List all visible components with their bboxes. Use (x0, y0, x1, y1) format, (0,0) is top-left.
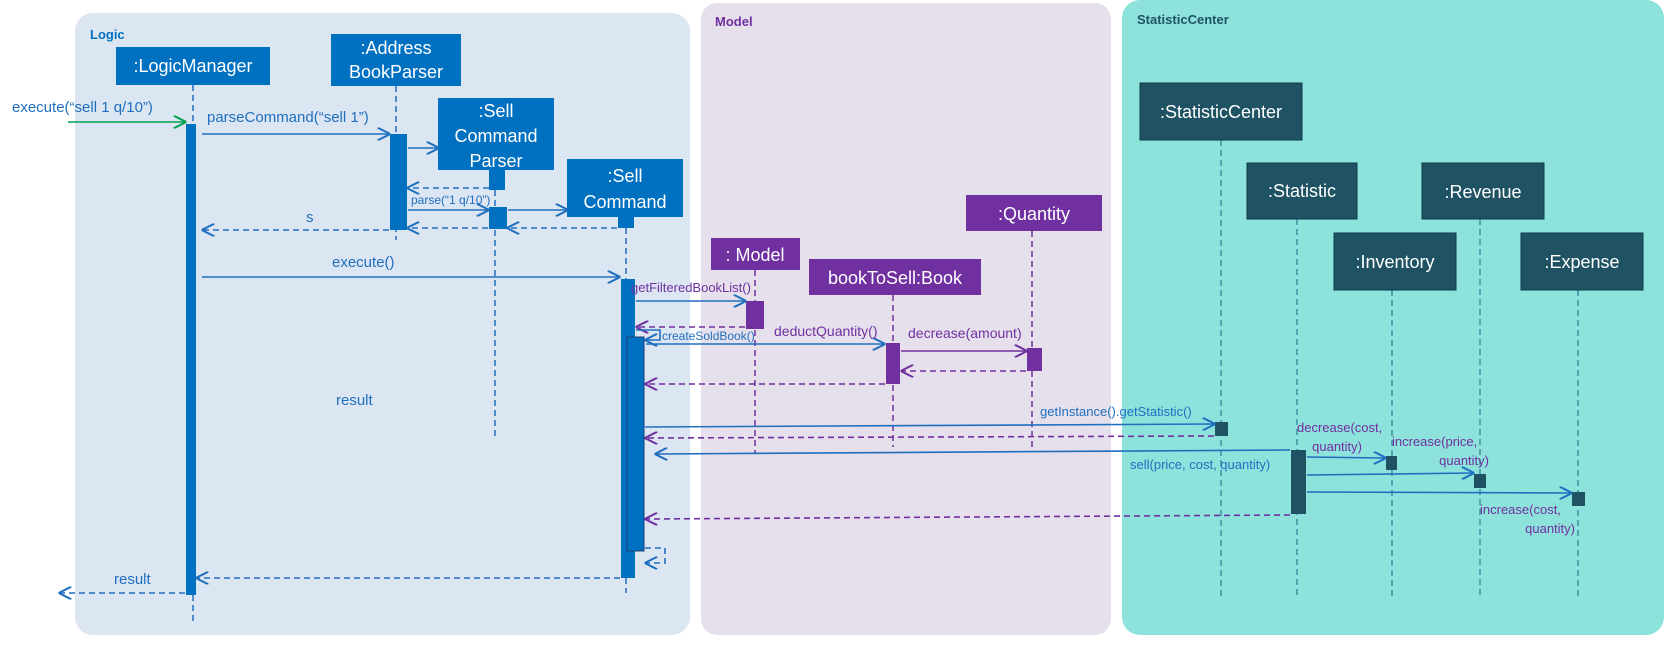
participant-logic-manager-box (116, 47, 270, 85)
participant-sell-command-parser-line1: :Sell (478, 101, 513, 121)
label-parse-command: parseCommand(“sell 1”) (207, 109, 369, 126)
arrow-create-sold-book (636, 329, 661, 340)
arrow-increase-price (1306, 473, 1473, 475)
label-create-sold-book: createSoldBook() (662, 329, 755, 343)
participant-address-book-parser-line2: BookParser (349, 62, 443, 82)
participant-expense-box (1520, 232, 1644, 291)
participant-revenue-box (1421, 162, 1545, 220)
label-execute: execute() (332, 254, 395, 271)
label-execute-entry: execute(“sell 1 q/10”) (12, 99, 153, 116)
return-self-sell-command (645, 547, 666, 563)
statistic-center-frame (1122, 0, 1664, 635)
label-decrease-amount: decrease(amount) (908, 325, 1022, 341)
activation-address-book-parser (390, 134, 407, 230)
activation-statistic-center (1215, 422, 1228, 436)
label-result-mid: result (336, 392, 374, 409)
participant-quantity: :Quantity (998, 204, 1070, 224)
participant-revenue: :Revenue (1444, 182, 1521, 202)
activation-model (746, 301, 764, 329)
arrow-decrease-cost (1306, 457, 1385, 458)
participant-sell-command-parser-box (438, 98, 554, 170)
participant-book-to-sell-box (809, 259, 981, 295)
participant-statistic-center: :StatisticCenter (1160, 102, 1282, 122)
arrow-sell (656, 450, 1291, 454)
activation-book-to-sell (886, 343, 900, 384)
activation-sell-command-nested (626, 336, 645, 552)
model-frame-title: Model (715, 14, 753, 29)
return-get-instance (646, 436, 1215, 438)
label-sell: sell(price, cost, quantity) (1130, 457, 1270, 472)
participant-book-to-sell: bookToSell:Book (828, 268, 963, 288)
activation-revenue (1474, 474, 1486, 488)
participant-address-book-parser-box (331, 34, 461, 86)
participant-model-box (711, 238, 800, 270)
label-increase-price-line2: quantity) (1439, 453, 1489, 468)
participant-inventory-box (1333, 232, 1457, 291)
sell-command-parser-stub (489, 170, 505, 190)
participant-model: : Model (725, 245, 784, 265)
participant-sell-command-line1: :Sell (607, 166, 642, 186)
participant-sell-command-parser-line3: Parser (469, 151, 522, 171)
participant-inventory: :Inventory (1355, 252, 1434, 272)
sell-command-stub (618, 217, 634, 228)
activation-quantity (1027, 348, 1042, 371)
logic-frame (75, 13, 690, 635)
participant-statistic-box (1246, 162, 1358, 220)
label-s: s (306, 209, 314, 226)
arrow-get-instance (644, 424, 1214, 427)
participant-address-book-parser-line1: :Address (360, 38, 431, 58)
participant-sell-command-box (567, 159, 683, 217)
activation-logic-manager (186, 124, 196, 595)
participant-quantity-box (966, 195, 1102, 231)
label-decrease-cost-line1: decrease(cost, (1297, 420, 1382, 435)
activation-expense (1572, 492, 1585, 506)
participant-logic-manager: :LogicManager (133, 56, 252, 76)
model-frame (701, 3, 1111, 635)
participant-statistic: :Statistic (1268, 181, 1336, 201)
label-parse: parse(“1 q/10”) (411, 193, 490, 207)
participant-statistic-center-box (1139, 82, 1303, 141)
participant-expense: :Expense (1544, 252, 1619, 272)
return-sell (646, 515, 1291, 519)
activation-sell-command-parser (489, 207, 507, 229)
label-increase-cost-line2: quantity) (1525, 521, 1575, 536)
label-decrease-cost-line2: quantity) (1312, 439, 1362, 454)
statistic-center-frame-title: StatisticCenter (1137, 12, 1229, 27)
label-result-final: result (114, 571, 152, 588)
participant-sell-command-parser-line2: Command (454, 126, 537, 146)
activation-inventory (1386, 456, 1397, 470)
arrow-increase-cost (1306, 492, 1571, 493)
label-increase-price-line1: increase(price, (1392, 434, 1477, 449)
label-deduct-quantity: deductQuantity() (774, 323, 878, 339)
participant-sell-command-line2: Command (583, 192, 666, 212)
activation-statistic (1291, 450, 1306, 514)
label-get-instance: getInstance().getStatistic() (1040, 404, 1192, 419)
label-get-filtered-book-list: getFilteredBookList() (631, 280, 751, 295)
logic-frame-title: Logic (90, 27, 125, 42)
label-increase-cost-line1: increase(cost, (1480, 502, 1561, 517)
